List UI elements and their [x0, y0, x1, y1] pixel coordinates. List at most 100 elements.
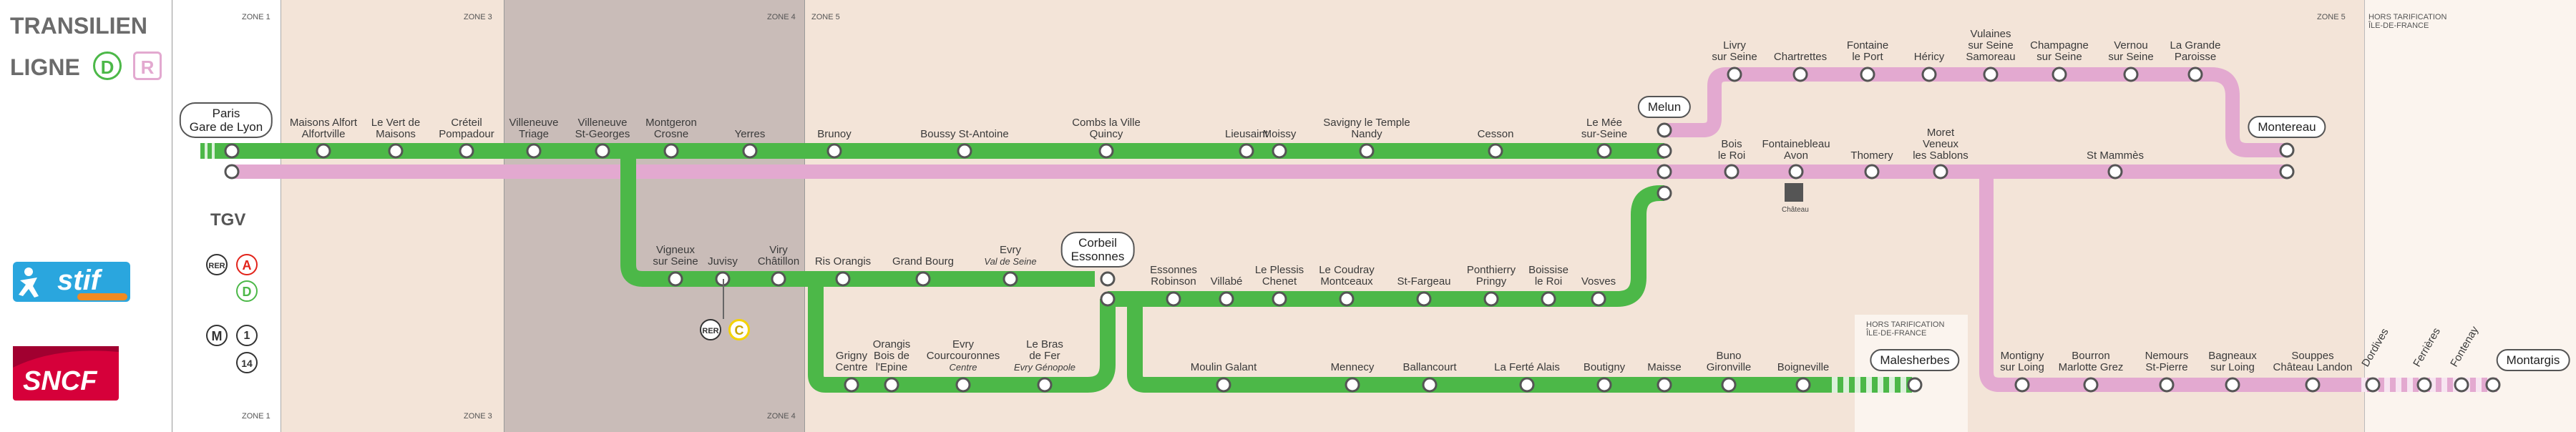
station-dot-corbeil-melun-1[interactable] [1219, 291, 1234, 307]
station-melun-dot-green[interactable] [1657, 143, 1672, 159]
station-dot-vigneux-4[interactable] [915, 271, 931, 287]
terminal-corbeil[interactable]: Corbeil Essonnes [1060, 232, 1135, 267]
station-dot-main-1[interactable] [388, 143, 404, 159]
station-label-vigneux-5-sub: Val de Seine [984, 256, 1037, 267]
station-label-vigneux-1: Juvisy [708, 255, 738, 267]
zone3-label: ZONE 3 [464, 13, 492, 21]
station-dot-main-5[interactable] [663, 143, 679, 159]
station-dot-corbeil-melun-7[interactable] [1591, 291, 1606, 307]
station-dot-corbeil-melun-2[interactable] [1272, 291, 1287, 307]
station-dot-hericy-2[interactable] [1860, 67, 1875, 82]
station-paris-dot-green[interactable] [224, 143, 240, 159]
stif-person-icon [19, 267, 39, 298]
station-dot-corbeil-melun-3[interactable] [1339, 291, 1355, 307]
station-dot-pink-1[interactable] [1788, 164, 1804, 180]
station-dot-corbeil-melun-5[interactable] [1483, 291, 1499, 307]
station-label-corbeil-melun-7: Vosves [1581, 275, 1616, 288]
station-dot-montargis-3[interactable] [2225, 377, 2240, 393]
tgv-label: TGV [210, 210, 246, 230]
terminal-malesherbes[interactable]: Malesherbes [1870, 349, 1960, 371]
station-dot-malesherbes-0[interactable] [1216, 377, 1231, 393]
station-dot-main-10[interactable] [1239, 143, 1254, 159]
station-melun-dot-lower[interactable] [1657, 185, 1672, 201]
station-label-montargis-1: Bourron Marlotte Grez [2058, 350, 2124, 373]
station-dot-main-12[interactable] [1359, 143, 1375, 159]
terminal-montereau[interactable]: Montereau [2248, 116, 2326, 138]
station-label-malesherbes-6: Buno Gironville [1706, 350, 1752, 373]
station-dot-main-4[interactable] [595, 143, 610, 159]
terminal-paris[interactable]: Paris Gare de Lyon [179, 102, 273, 138]
station-melun-dot-pink[interactable] [1657, 164, 1672, 180]
station-dot-main-14[interactable] [1596, 143, 1612, 159]
station-dot-evry-3[interactable] [1037, 377, 1053, 393]
station-dot-malesherbes-6[interactable] [1721, 377, 1737, 393]
station-dot-evry-1[interactable] [884, 377, 899, 393]
station-dot-hericy-1[interactable] [1792, 67, 1808, 82]
station-label-hericy-3: Héricy [1913, 51, 1945, 63]
station-label-malesherbes-5: Maisse [1647, 361, 1682, 373]
station-label-malesherbes-1: Mennecy [1330, 361, 1375, 373]
station-montereau-dot-bottom[interactable] [2279, 164, 2295, 180]
station-dot-malesherbes-4[interactable] [1596, 377, 1612, 393]
station-dot-main-11[interactable] [1272, 143, 1287, 159]
station-dot-main-9[interactable] [1098, 143, 1114, 159]
station-melun-dot-top[interactable] [1657, 122, 1672, 138]
station-dot-hericy-3[interactable] [1921, 67, 1937, 82]
station-label-malesherbes-0: Moulin Galant [1190, 361, 1257, 373]
station-dot-montargis-1[interactable] [2083, 377, 2099, 393]
station-montereau-dot-top[interactable] [2279, 142, 2295, 158]
station-dot-main-7[interactable] [826, 143, 842, 159]
station-dot-montargis-4[interactable] [2305, 377, 2321, 393]
station-corbeil-dot-top[interactable] [1100, 271, 1116, 287]
station-dot-montargis-7[interactable] [2454, 377, 2469, 393]
zone4-bottom-label: ZONE 4 [767, 412, 796, 421]
station-dot-malesherbes-1[interactable] [1345, 377, 1360, 393]
station-label-main-9: Combs la Ville Quincy [1072, 117, 1141, 140]
station-dot-pink-3[interactable] [1933, 164, 1948, 180]
station-dot-vigneux-0[interactable] [668, 271, 683, 287]
station-dot-hericy-0[interactable] [1727, 67, 1742, 82]
station-label-main-12: Savigny le Temple Nandy [1323, 117, 1410, 140]
station-dot-main-13[interactable] [1488, 143, 1503, 159]
station-label-evry-3-sub: Evry Génopole [1014, 362, 1075, 373]
stif-logo: stif [13, 262, 130, 302]
station-dot-vigneux-2[interactable] [771, 271, 786, 287]
station-montargis-terminal-dot[interactable] [2485, 377, 2501, 393]
station-dot-corbeil-melun-0[interactable] [1166, 291, 1181, 307]
station-corbeil-dot-bottom[interactable] [1100, 291, 1116, 307]
terminal-melun[interactable]: Melun [1637, 96, 1692, 118]
station-dots [224, 67, 2501, 393]
station-dot-corbeil-melun-6[interactable] [1541, 291, 1556, 307]
station-dot-hericy-6[interactable] [2123, 67, 2139, 82]
station-malesherbes-terminal-dot[interactable] [1907, 377, 1923, 393]
station-dot-montargis-0[interactable] [2014, 377, 2030, 393]
station-dot-malesherbes-3[interactable] [1519, 377, 1535, 393]
station-paris-dot-pink[interactable] [224, 164, 240, 180]
green-line-malesherbes [1108, 291, 1918, 393]
station-dot-montargis-5[interactable] [2365, 377, 2381, 393]
station-dot-montargis-6[interactable] [2416, 377, 2432, 393]
station-dot-pink-2[interactable] [1864, 164, 1880, 180]
station-dot-vigneux-5[interactable] [1002, 271, 1018, 287]
station-dot-main-8[interactable] [957, 143, 972, 159]
station-dot-malesherbes-2[interactable] [1422, 377, 1438, 393]
terminal-montargis[interactable]: Montargis [2496, 349, 2570, 371]
station-dot-pink-4[interactable] [2107, 164, 2123, 180]
station-dot-main-0[interactable] [316, 143, 331, 159]
station-dot-hericy-4[interactable] [1983, 67, 1999, 82]
station-dot-corbeil-melun-4[interactable] [1416, 291, 1432, 307]
station-dot-malesherbes-7[interactable] [1795, 377, 1811, 393]
juvisy-rer-badge: RER [700, 319, 721, 340]
station-dot-evry-2[interactable] [955, 377, 971, 393]
station-dot-evry-0[interactable] [844, 377, 859, 393]
station-dot-pink-0[interactable] [1724, 164, 1740, 180]
station-dot-hericy-7[interactable] [2187, 67, 2203, 82]
station-dot-main-6[interactable] [742, 143, 758, 159]
station-dot-montargis-2[interactable] [2159, 377, 2175, 393]
station-dot-main-3[interactable] [526, 143, 542, 159]
station-dot-hericy-5[interactable] [2051, 67, 2067, 82]
station-dot-malesherbes-5[interactable] [1657, 377, 1672, 393]
station-dot-main-2[interactable] [459, 143, 474, 159]
station-dot-vigneux-3[interactable] [835, 271, 851, 287]
green-line-corbeil-melun [1108, 185, 1664, 307]
